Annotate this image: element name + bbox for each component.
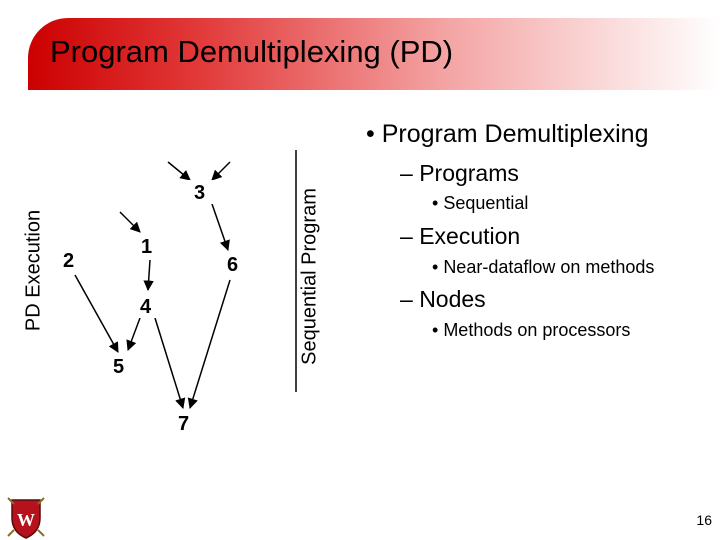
edge-1-4 — [143, 259, 154, 292]
university-crest-icon: W — [7, 497, 45, 539]
node-7: 7 — [172, 410, 200, 435]
node-1: 1 — [134, 234, 162, 258]
bullet-programs-text: Programs — [419, 160, 519, 186]
node-3-label: 3 — [194, 182, 205, 204]
node-3: 3 — [186, 180, 214, 204]
bullet-near-dataflow: • Near-dataflow on methods — [432, 257, 655, 277]
edge-6-7 — [187, 279, 231, 410]
bullet-execution: – Execution — [400, 223, 521, 249]
bullet-nodes-text: Nodes — [419, 286, 486, 312]
edge-in-1 — [119, 211, 141, 233]
bullet-sequential-text: Sequential — [443, 193, 529, 213]
node-1-label: 1 — [141, 236, 152, 258]
node-5: 5 — [106, 354, 134, 378]
edge-in-3a — [167, 161, 191, 181]
bullet-near-dataflow-text: Near-dataflow on methods — [443, 257, 655, 277]
slide-title: Program Demultiplexing (PD) — [50, 34, 454, 69]
node-6: 6 — [220, 252, 248, 276]
edge-4-7 — [154, 317, 186, 410]
node-4-label: 4 — [140, 296, 152, 318]
node-7-label: 7 — [178, 413, 189, 435]
bullet-execution-text: Execution — [419, 223, 521, 249]
node-4: 4 — [134, 294, 162, 318]
bullet-methods-on-processors: • Methods on processors — [432, 320, 631, 340]
bullet-methods-text: Methods on processors — [443, 320, 631, 340]
node-2: 2 — [58, 248, 86, 272]
title-bar — [28, 18, 720, 90]
edge-4-5 — [126, 317, 141, 351]
page-number: 16 — [696, 512, 712, 528]
node-6-label: 6 — [227, 254, 238, 276]
edge-3-6 — [211, 203, 230, 251]
bullet-sequential: • Sequential — [432, 193, 529, 213]
bullet-programs: – Programs — [400, 160, 519, 186]
edge-in-3b — [211, 161, 231, 181]
bullet-main-text: Program Demultiplexing — [381, 120, 649, 148]
edge-2-5 — [74, 274, 119, 353]
bullet-program-demultiplexing: • Program Demultiplexing — [366, 120, 649, 148]
node-5-label: 5 — [113, 356, 124, 378]
bullet-nodes: – Nodes — [400, 286, 486, 312]
crest-letter: W — [17, 510, 35, 530]
node-2-label: 2 — [63, 250, 74, 272]
